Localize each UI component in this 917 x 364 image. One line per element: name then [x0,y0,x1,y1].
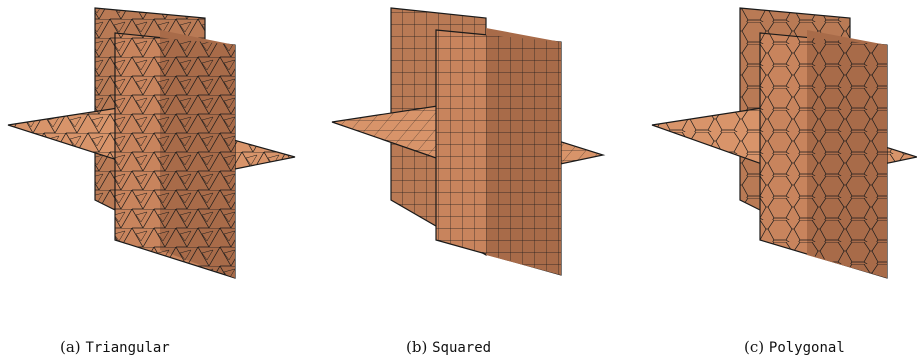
caption-squared: (b) Squared [406,338,491,356]
caption-name-squared: Squared [432,340,492,356]
caption-name-polygonal: Polygonal [768,340,845,356]
caption-label-a: (a) [60,338,81,356]
mesh-figure-triangular [7,7,296,279]
mesh-figure-squared [331,7,606,276]
panel-polygonal [612,0,917,300]
mesh-figure-polygonal [651,7,917,279]
caption-polygonal: (c) Polygonal [744,338,845,356]
panel-triangular [0,0,305,300]
panel-squared [306,0,611,300]
caption-label-c: (c) [744,338,765,356]
caption-name-triangular: Triangular [85,340,170,356]
caption-triangular: (a) Triangular [60,338,170,356]
caption-label-b: (b) [406,338,428,356]
